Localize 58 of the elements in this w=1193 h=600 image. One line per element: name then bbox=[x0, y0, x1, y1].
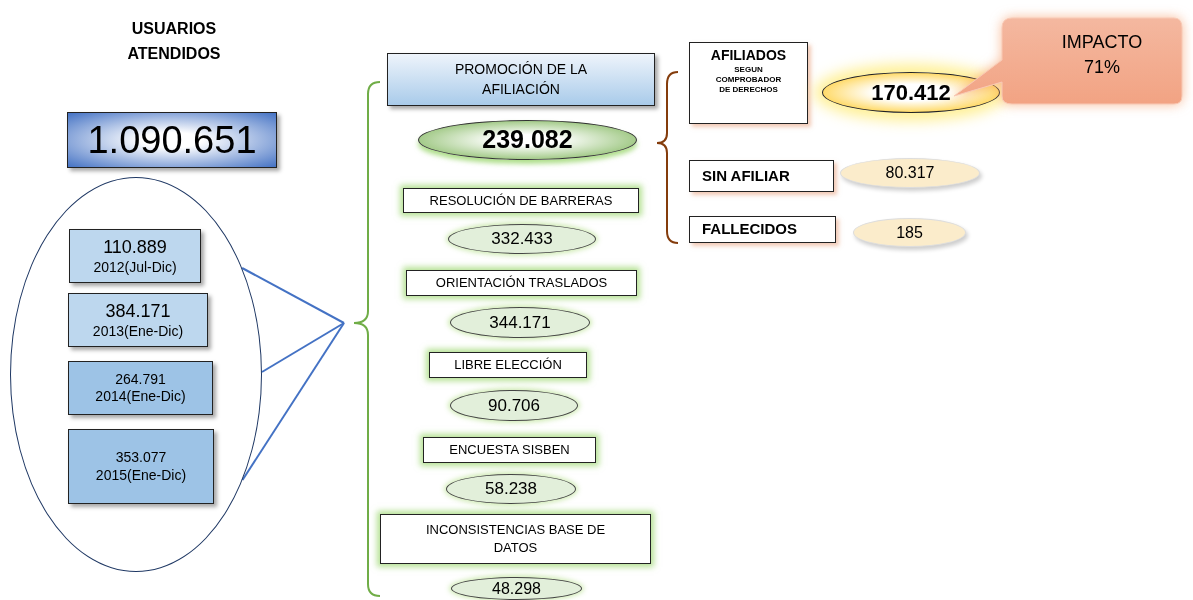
node-label: 185 bbox=[896, 222, 923, 243]
node-label: 353.077 bbox=[115, 449, 167, 467]
node-label: AFILIADOS bbox=[710, 47, 787, 65]
node-label: ORIENTACIÓN TRASLADOS bbox=[435, 274, 608, 293]
value-oval bbox=[451, 577, 582, 600]
value-oval bbox=[840, 158, 980, 188]
year-box bbox=[68, 429, 214, 504]
node-label: 384.171 bbox=[105, 300, 171, 323]
node-label: 1.090.651 bbox=[87, 121, 257, 159]
value-oval bbox=[450, 390, 578, 421]
value-oval bbox=[853, 218, 966, 247]
node-label: FALLECIDOS bbox=[702, 219, 797, 240]
node-label: SIN AFILIAR bbox=[702, 165, 790, 186]
node-sublabel: 2013(Ene-Dic) bbox=[92, 322, 184, 340]
category-box bbox=[403, 188, 639, 213]
year-box bbox=[68, 293, 208, 347]
node-sublabel: SEGUN COMPROBADOR DE DERECHOS bbox=[714, 64, 783, 95]
node-label: 80.317 bbox=[885, 163, 935, 183]
node-label: 170.412 bbox=[871, 79, 951, 107]
oval-group bbox=[10, 177, 262, 572]
category-box bbox=[689, 160, 834, 192]
total-box bbox=[67, 112, 277, 168]
node-label: 48.298 bbox=[492, 578, 541, 599]
node-label: 332.433 bbox=[491, 228, 553, 251]
connector-line bbox=[261, 322, 345, 373]
category-box bbox=[689, 216, 836, 243]
value-oval bbox=[450, 307, 590, 338]
speech-bubble bbox=[952, 14, 1184, 106]
category-box bbox=[423, 437, 596, 463]
category-box bbox=[406, 270, 637, 296]
node-label: RESOLUCIÓN DE BARRERAS bbox=[429, 191, 613, 210]
node-label: 58.238 bbox=[485, 478, 537, 501]
category-box bbox=[689, 42, 808, 124]
category-box bbox=[380, 514, 651, 564]
connector-line bbox=[241, 322, 345, 481]
node-label: 344.171 bbox=[489, 311, 551, 334]
category-box bbox=[387, 53, 655, 106]
category-box bbox=[429, 352, 587, 378]
title: USUARIOS ATENDIDOS bbox=[126, 19, 222, 64]
year-box bbox=[68, 361, 213, 415]
value-oval bbox=[448, 224, 596, 254]
node-label: PROMOCIÓN DE LA AFILIACIÓN bbox=[453, 60, 589, 99]
highlight-oval bbox=[822, 72, 1000, 113]
node-label: 110.889 bbox=[103, 236, 167, 259]
connector-line bbox=[241, 267, 345, 324]
node-label: 239.082 bbox=[482, 124, 573, 156]
node-label: 264.791 bbox=[115, 370, 166, 388]
node-sublabel: 2015(Ene-Dic) bbox=[95, 466, 187, 484]
total-oval bbox=[418, 120, 637, 160]
node-sublabel: 2012(Jul-Dic) bbox=[93, 258, 177, 276]
node-label: INCONSISTENCIAS BASE DE DATOS bbox=[424, 521, 607, 557]
year-box bbox=[69, 229, 201, 283]
node-label: ENCUESTA SISBEN bbox=[449, 441, 570, 460]
node-label: IMPACTO 71% bbox=[1060, 31, 1144, 79]
node-sublabel: 2014(Ene-Dic) bbox=[95, 388, 186, 406]
node-label: 90.706 bbox=[488, 394, 540, 417]
value-oval bbox=[446, 474, 576, 504]
node-label: LIBRE ELECCIÓN bbox=[454, 356, 562, 375]
